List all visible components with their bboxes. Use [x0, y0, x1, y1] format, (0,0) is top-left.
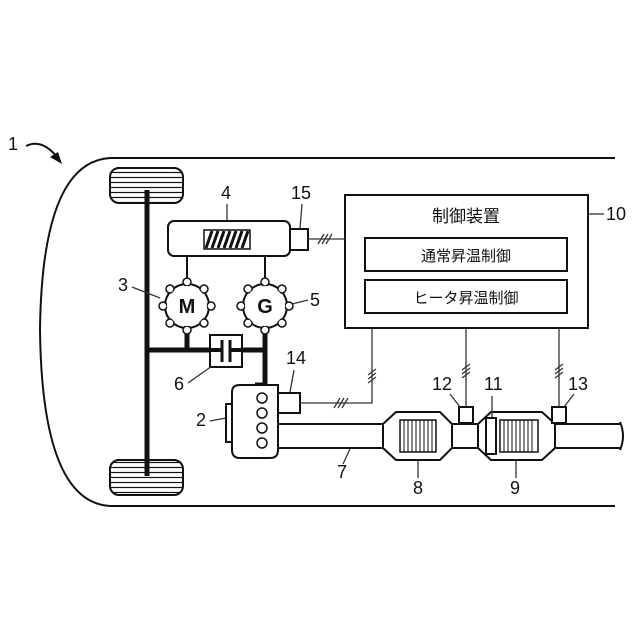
ref-label-control-unit: 10 — [606, 204, 626, 224]
ref-label-battery: 4 — [221, 183, 231, 203]
ref-label-sensor-downstream: 13 — [568, 374, 588, 394]
generator-letter: G — [257, 296, 273, 318]
heater-control-label: ヒータ昇温制御 — [413, 289, 518, 307]
ref-label-clutch: 6 — [174, 374, 184, 394]
catalyst-front — [383, 412, 452, 460]
leader-sensor-engine — [290, 370, 294, 392]
ref-label-catalyst-front: 8 — [413, 478, 423, 498]
ref-label-engine: 2 — [196, 410, 206, 430]
control-unit: 制御装置 通常昇温制御 ヒータ昇温制御 — [345, 195, 588, 328]
leader-sensor-battery — [300, 204, 302, 228]
battery — [168, 221, 308, 256]
ref-label-sensor-engine: 14 — [286, 348, 306, 368]
leader-clutch — [188, 366, 212, 383]
motor: M — [159, 278, 215, 334]
ref-label-vehicle: 1 — [8, 134, 18, 154]
ref-label-heater: 11 — [484, 374, 503, 394]
leader-sensor-downstream — [564, 394, 574, 407]
leader-sensor-upstream — [450, 394, 460, 407]
ref-label-catalyst-rear: 9 — [510, 478, 520, 498]
ref-label-exhaust-pipe: 7 — [337, 462, 347, 482]
ref-label-generator: 5 — [310, 290, 320, 310]
sensor-engine — [278, 393, 300, 413]
normal-control-label: 通常昇温制御 — [421, 247, 511, 265]
leader-engine — [210, 418, 226, 421]
leader-generator — [292, 300, 308, 304]
wheel-front — [110, 168, 183, 203]
clutch — [210, 335, 242, 367]
ref-label-sensor-battery: 15 — [291, 183, 311, 203]
ref-label-motor: 3 — [118, 275, 128, 295]
heater — [486, 418, 496, 454]
engine — [226, 385, 278, 458]
sensor-downstream — [552, 407, 566, 423]
generator: G — [237, 278, 293, 334]
leader-vehicle-arrow — [50, 152, 62, 164]
wheel-rear — [110, 460, 183, 495]
sensor-upstream — [459, 407, 473, 423]
motor-letter: M — [179, 296, 196, 318]
ref-label-sensor-upstream: 12 — [432, 374, 452, 394]
control-unit-title: 制御装置 — [432, 207, 500, 227]
